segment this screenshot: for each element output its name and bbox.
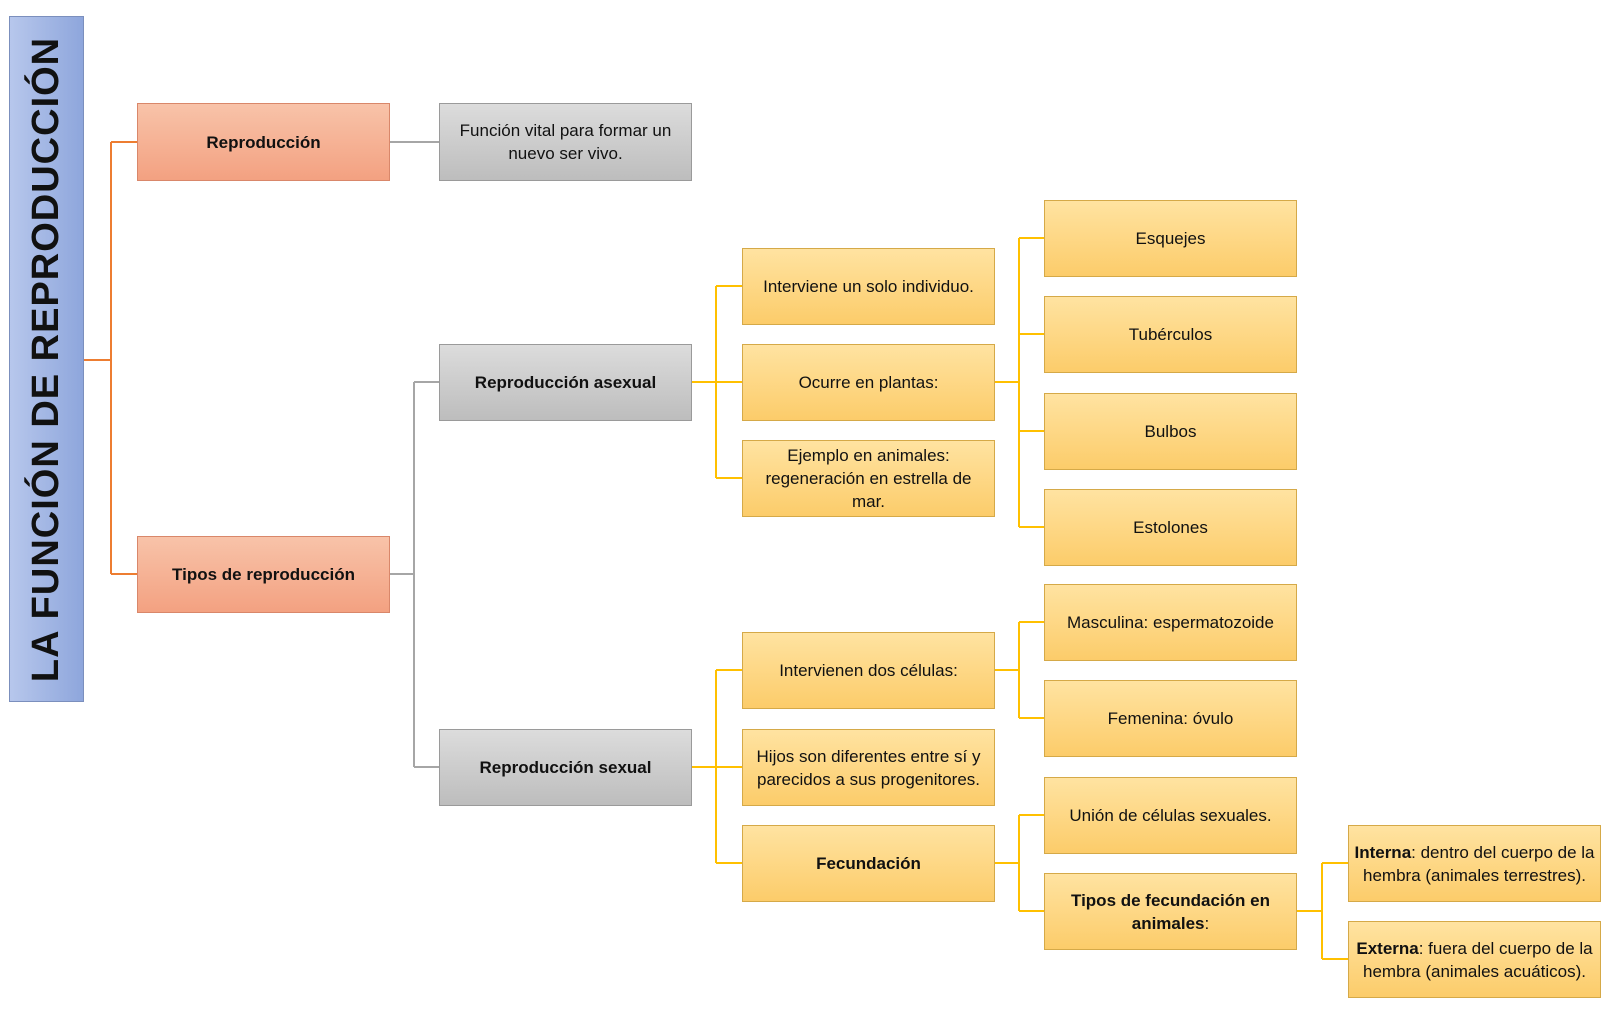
- node-union-celulas: Unión de células sexuales.: [1044, 777, 1297, 854]
- externa-label: Externa: [1356, 938, 1419, 958]
- node-tipos-fecundacion: Tipos de fecundación en animales:: [1044, 873, 1297, 950]
- node-reproduccion-sexual: Reproducción sexual: [439, 729, 692, 806]
- node-un-individuo: Interviene un solo individuo.: [742, 248, 995, 325]
- externa-text: : fuera del cuerpo de la hembra (animale…: [1363, 938, 1593, 981]
- node-interna: Interna: dentro del cuerpo de la hembra …: [1348, 825, 1601, 902]
- node-fecundacion: Fecundación: [742, 825, 995, 902]
- tipos-fecundacion-suffix: :: [1204, 913, 1210, 933]
- node-hijos-diferentes: Hijos son diferentes entre sí y parecido…: [742, 729, 995, 806]
- node-tuberculos: Tubérculos: [1044, 296, 1297, 373]
- root-title: LA FUNCIÓN DE REPRODUCCIÓN: [25, 36, 68, 682]
- node-ejemplo-animales: Ejemplo en animales: regeneración en est…: [742, 440, 995, 517]
- node-externa: Externa: fuera del cuerpo de la hembra (…: [1348, 921, 1601, 998]
- tipos-fecundacion-label: Tipos de fecundación en animales: [1071, 890, 1270, 933]
- node-reproduccion: Reproducción: [137, 103, 390, 181]
- node-femenina: Femenina: óvulo: [1044, 680, 1297, 757]
- node-dos-celulas: Intervienen dos células:: [742, 632, 995, 709]
- node-esquejes: Esquejes: [1044, 200, 1297, 277]
- node-tipos-reproduccion: Tipos de reproducción: [137, 536, 390, 613]
- interna-label: Interna: [1354, 842, 1412, 862]
- node-ocurre-plantas: Ocurre en plantas:: [742, 344, 995, 421]
- node-estolones: Estolones: [1044, 489, 1297, 566]
- node-bulbos: Bulbos: [1044, 393, 1297, 470]
- root-title-box: LA FUNCIÓN DE REPRODUCCIÓN: [9, 16, 84, 702]
- node-definicion: Función vital para formar un nuevo ser v…: [439, 103, 692, 181]
- node-masculina: Masculina: espermatozoide: [1044, 584, 1297, 661]
- node-reproduccion-asexual: Reproducción asexual: [439, 344, 692, 421]
- interna-text: : dentro del cuerpo de la hembra (animal…: [1363, 842, 1595, 885]
